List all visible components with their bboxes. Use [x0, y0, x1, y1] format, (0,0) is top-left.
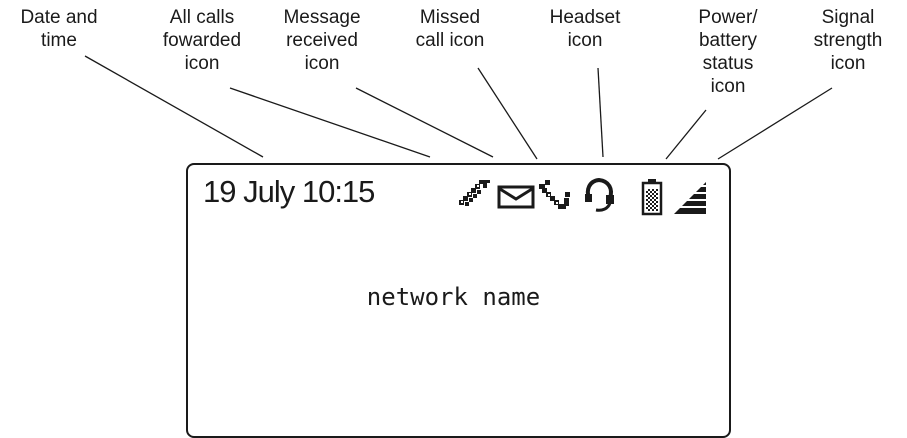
battery-icon — [641, 179, 663, 216]
leader-date-time — [84, 55, 264, 158]
date-time-text: 19 July 10:15 — [203, 174, 375, 209]
leader-calls-forwarded — [229, 87, 431, 158]
callout-date-time: Date and time — [20, 7, 98, 51]
leader-headset — [597, 67, 604, 158]
missed-call-icon — [539, 180, 570, 209]
network-name-text: network name — [366, 283, 541, 311]
leader-message-received — [355, 87, 494, 158]
leader-battery — [665, 109, 707, 160]
callout-message-received: Message received icon — [283, 7, 361, 74]
callout-missed-call: Missed call icon — [415, 7, 485, 51]
leader-missed-call — [477, 67, 538, 160]
callout-battery: Power/ battery status icon — [698, 7, 758, 97]
headset-icon — [585, 177, 614, 212]
callout-signal-strength: Signal strength icon — [813, 7, 883, 74]
call-forward-icon — [459, 180, 490, 206]
leader-signal-strength — [717, 87, 833, 160]
callout-headset: Headset icon — [549, 7, 621, 51]
phone-display — [186, 163, 731, 438]
envelope-icon — [497, 185, 535, 209]
callout-calls-forwarded: All calls fowarded icon — [162, 7, 242, 74]
signal-strength-icon — [672, 182, 708, 214]
